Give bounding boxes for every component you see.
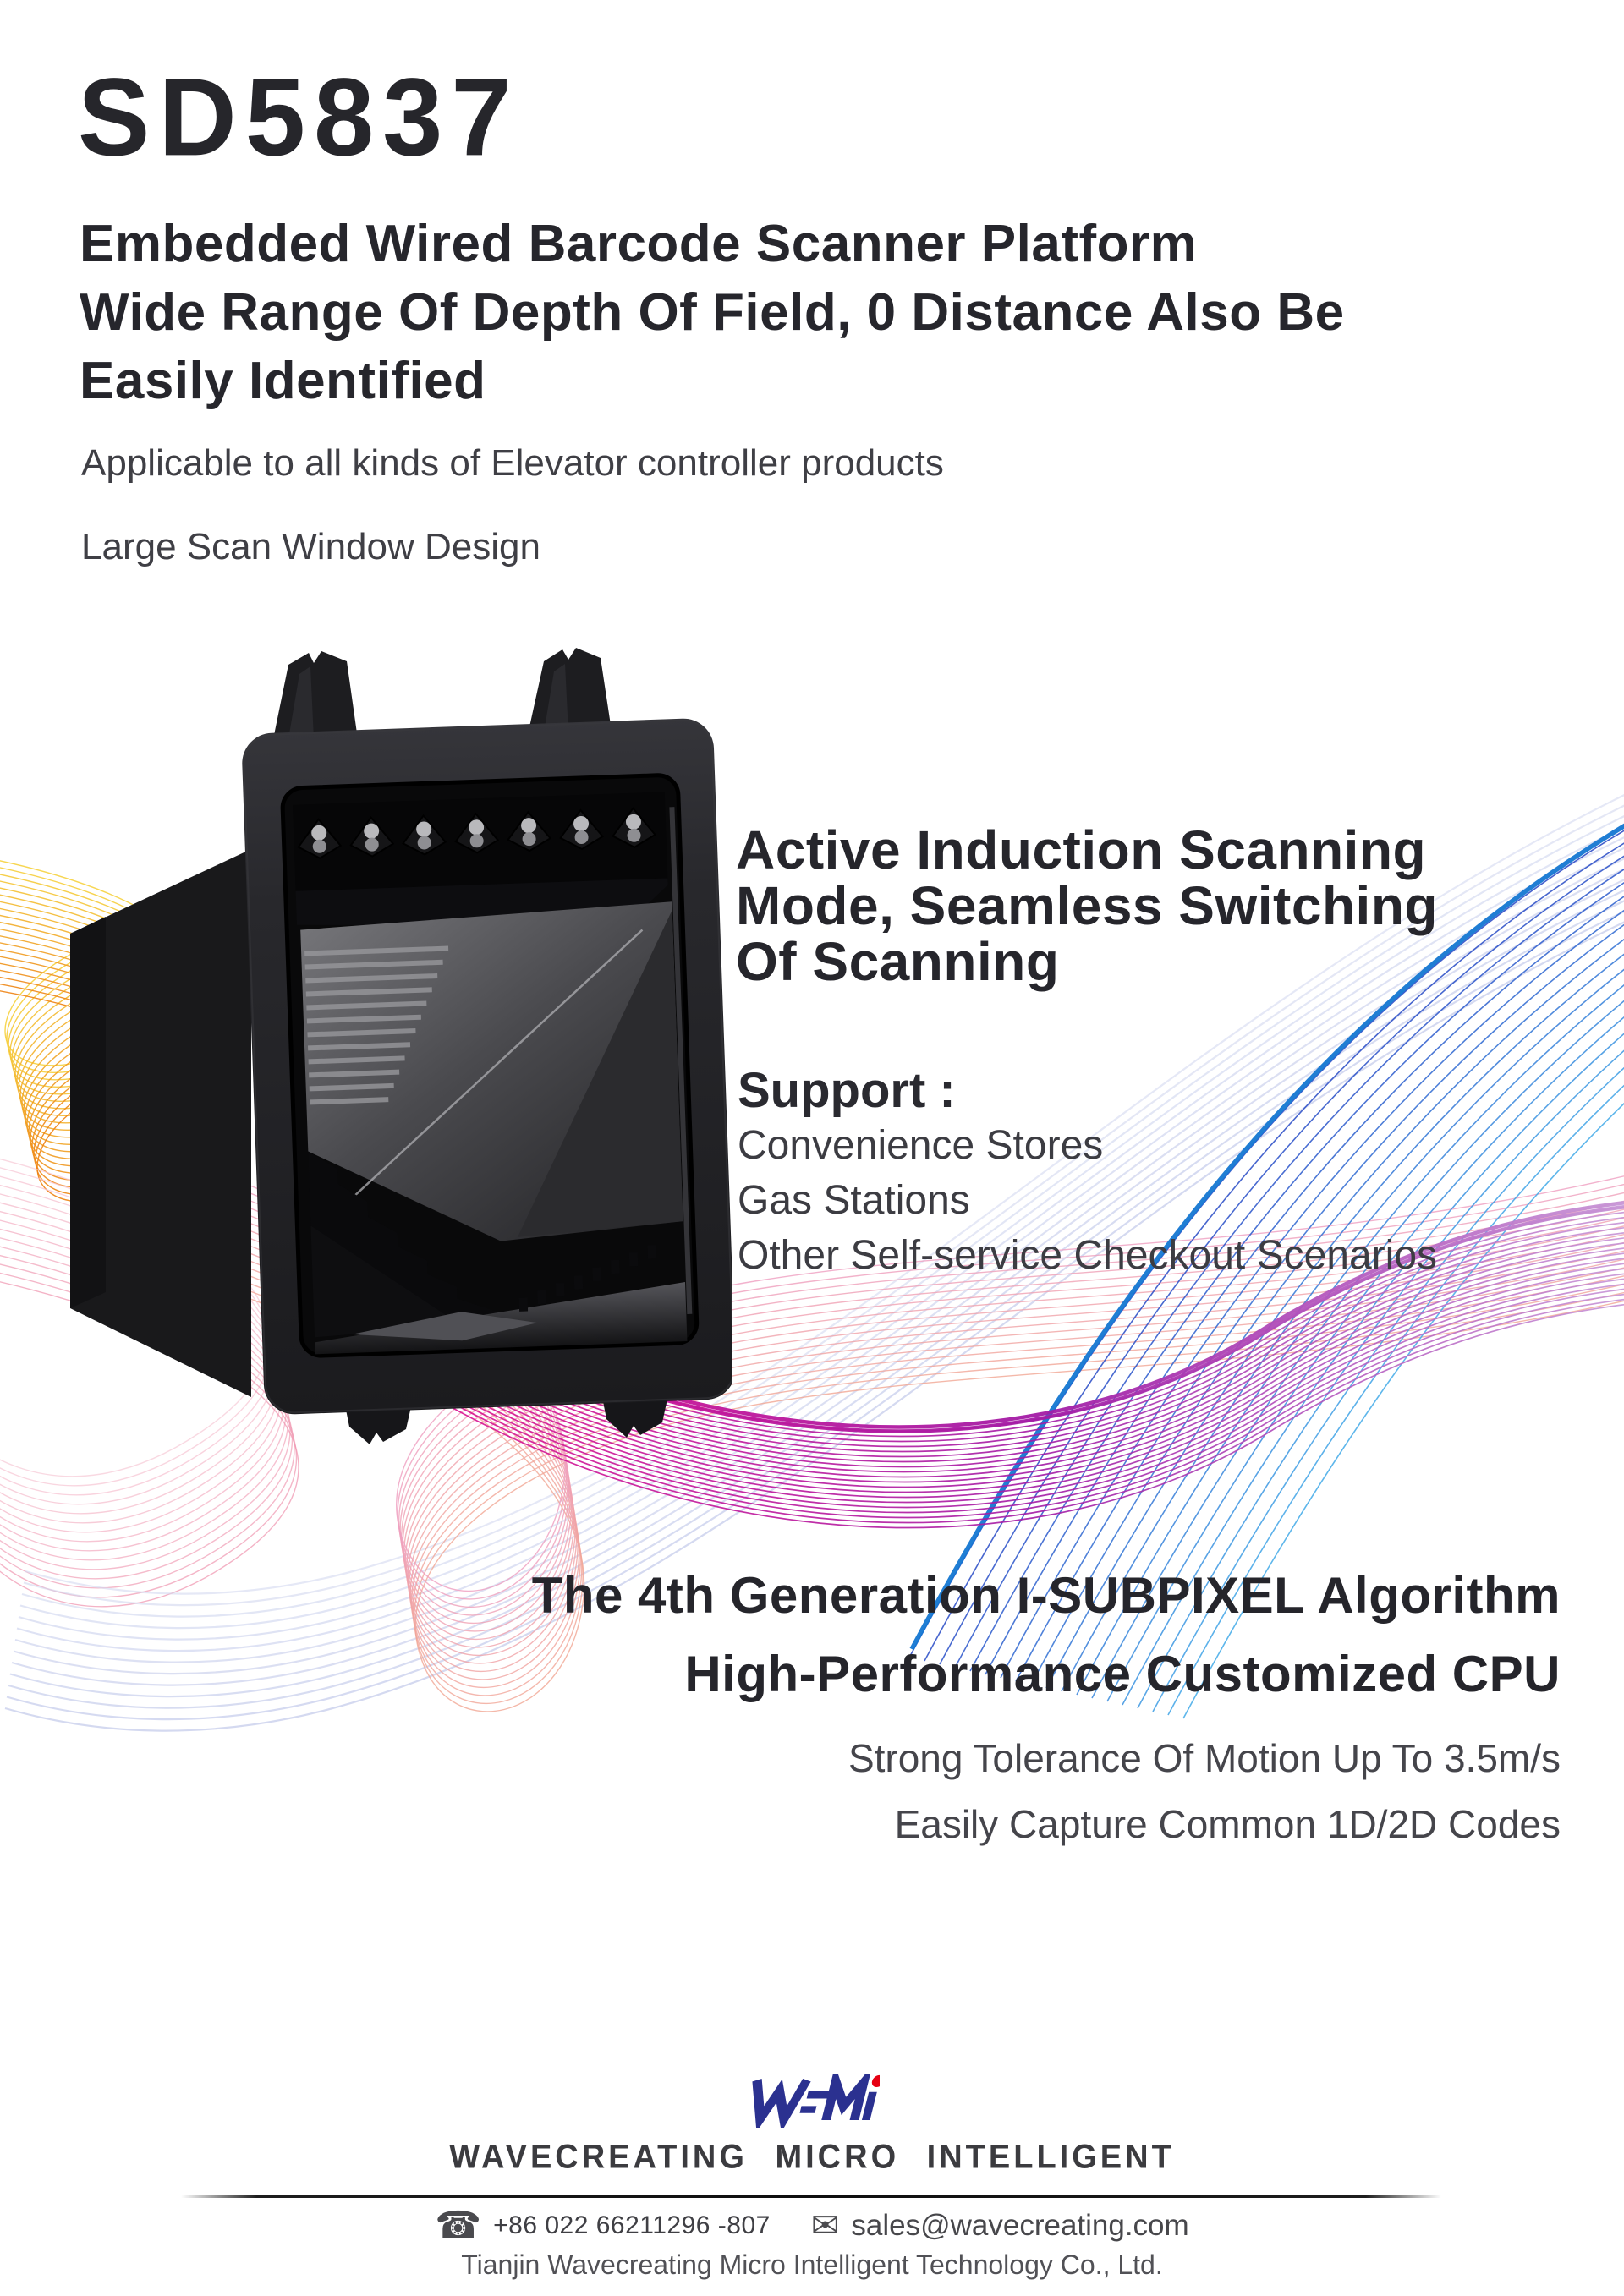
wcmi-logo-bars	[799, 2091, 877, 2121]
scanner-front-bezel	[242, 718, 732, 1415]
feature-algorithm-title-line: High-Performance Customized CPU	[684, 1646, 1561, 1702]
email-address: sales@wavecreating.com	[851, 2209, 1189, 2242]
scanner-back-housing	[70, 849, 251, 1397]
wcmi-logo	[752, 2074, 880, 2128]
feature-algorithm-subtext: Strong Tolerance Of Motion Up To 3.5m/s …	[848, 1725, 1561, 1857]
scanner-product-image	[70, 648, 732, 1444]
phone-icon: ☎	[435, 2205, 482, 2246]
hero-subtext-line: Applicable to all kinds of Elevator cont…	[81, 442, 944, 484]
hero-headline-line: Wide Range Of Depth Of Field, 0 Distance…	[80, 283, 1345, 342]
feature-scanning-title-line: Active Induction Scanning	[736, 819, 1427, 880]
support-item: Other Self-service Checkout Scenarios	[738, 1233, 1438, 1278]
company-name: Tianjin Wavecreating Micro Intelligent T…	[461, 2249, 1163, 2280]
hero-headline-line: Easily Identified	[80, 352, 486, 410]
feature-algorithm-subtext-line: Strong Tolerance Of Motion Up To 3.5m/s	[848, 1736, 1561, 1780]
hero-subtext: Applicable to all kinds of Elevator cont…	[81, 421, 944, 589]
support-list: Convenience Stores Gas Stations Other Se…	[738, 1118, 1437, 1283]
support-item: Gas Stations	[738, 1178, 970, 1223]
support-item: Convenience Stores	[738, 1123, 1104, 1168]
feature-scanning-title: Active Induction Scanning Mode, Seamless…	[736, 822, 1438, 989]
feature-scanning-title-line: Mode, Seamless Switching	[736, 875, 1438, 936]
brand-name: WAVECREATING MICRO INTELLIGENT	[449, 2138, 1175, 2177]
hero-headline: Embedded Wired Barcode Scanner Platform …	[80, 210, 1345, 415]
feature-algorithm-title: The 4th Generation I-SUBPIXEL Algorithm …	[532, 1556, 1561, 1713]
hero-subtext-line: Large Scan Window Design	[81, 526, 540, 567]
product-model-title: SD5837	[78, 56, 520, 179]
support-label: Support :	[738, 1063, 956, 1118]
wcmi-logo-strokes	[752, 2074, 873, 2128]
feature-algorithm-title-line: The 4th Generation I-SUBPIXEL Algorithm	[531, 1567, 1561, 1624]
footer-contact-row: ☎ +86 022 66211296 -807 ✉ sales@wavecrea…	[0, 2207, 1624, 2244]
phone-number: +86 022 66211296 -807	[493, 2211, 771, 2239]
wcmi-logo-red-dot	[871, 2074, 880, 2087]
feature-scanning-title-line: Of Scanning	[736, 931, 1060, 992]
hero-headline-line: Embedded Wired Barcode Scanner Platform	[80, 215, 1198, 273]
scanner-top-mount-clips	[273, 648, 612, 739]
email-icon: ✉	[810, 2207, 840, 2244]
footer-divider	[181, 2195, 1441, 2198]
feature-algorithm-subtext-line: Easily Capture Common 1D/2D Codes	[894, 1802, 1561, 1846]
